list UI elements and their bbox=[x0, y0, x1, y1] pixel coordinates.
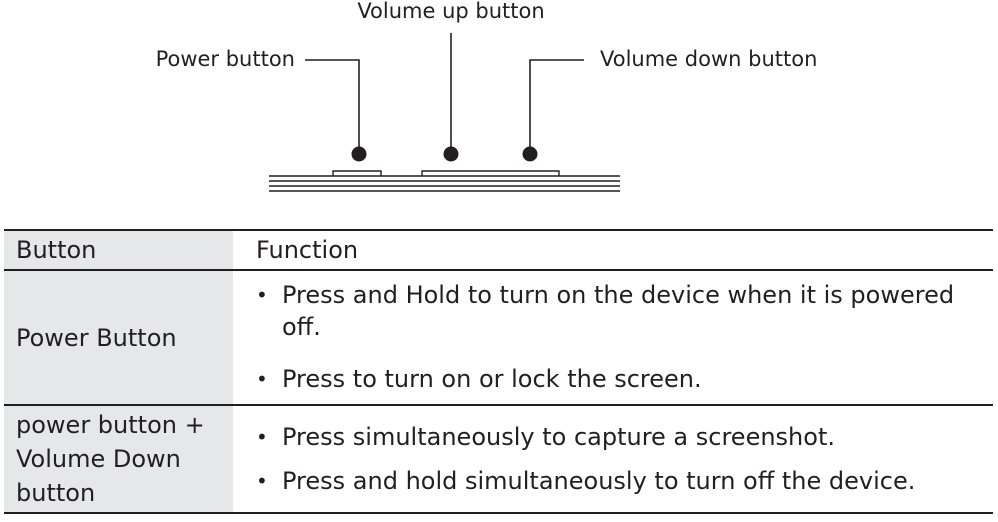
volume-button-shape bbox=[421, 170, 560, 176]
power-leader-line bbox=[305, 59, 360, 148]
button-function-table: Button Function Power Button Press and H… bbox=[4, 229, 993, 514]
volume-up-button-dot bbox=[443, 146, 459, 162]
volume-up-label: Volume up button bbox=[357, 0, 544, 23]
row-button-name: Power Button bbox=[4, 270, 233, 405]
header-button: Button bbox=[4, 230, 233, 270]
power-button-dot bbox=[351, 146, 367, 162]
row-functions: Press and Hold to turn on the device whe… bbox=[233, 270, 993, 405]
power-label: Power button bbox=[156, 47, 295, 71]
table-row: power button + Volume Down button Press … bbox=[4, 405, 993, 513]
table-row: Power Button Press and Hold to turn on t… bbox=[4, 270, 993, 405]
volume-down-leader-line bbox=[529, 59, 584, 148]
row-functions: Press simultaneously to capture a screen… bbox=[233, 405, 993, 513]
volume-down-button-dot bbox=[522, 146, 538, 162]
header-function: Function bbox=[256, 236, 359, 264]
device-edge-lines bbox=[269, 175, 620, 192]
function-item: Press and Hold to turn on the device whe… bbox=[256, 279, 983, 343]
row-button-name: power button + Volume Down button bbox=[4, 405, 233, 513]
function-item: Press to turn on or lock the screen. bbox=[256, 363, 983, 395]
power-button-shape bbox=[332, 170, 382, 176]
function-list: Press simultaneously to capture a screen… bbox=[256, 421, 983, 497]
device-edge-diagram: Volume up button Power button Volume dow… bbox=[156, 0, 817, 192]
function-item: Press simultaneously to capture a screen… bbox=[256, 421, 983, 453]
function-list: Press and Hold to turn on the device whe… bbox=[256, 279, 983, 395]
function-item: Press and hold simultaneously to turn of… bbox=[256, 465, 983, 497]
volume-down-label: Volume down button bbox=[600, 47, 817, 71]
table-header-row: Button Function bbox=[4, 230, 993, 270]
